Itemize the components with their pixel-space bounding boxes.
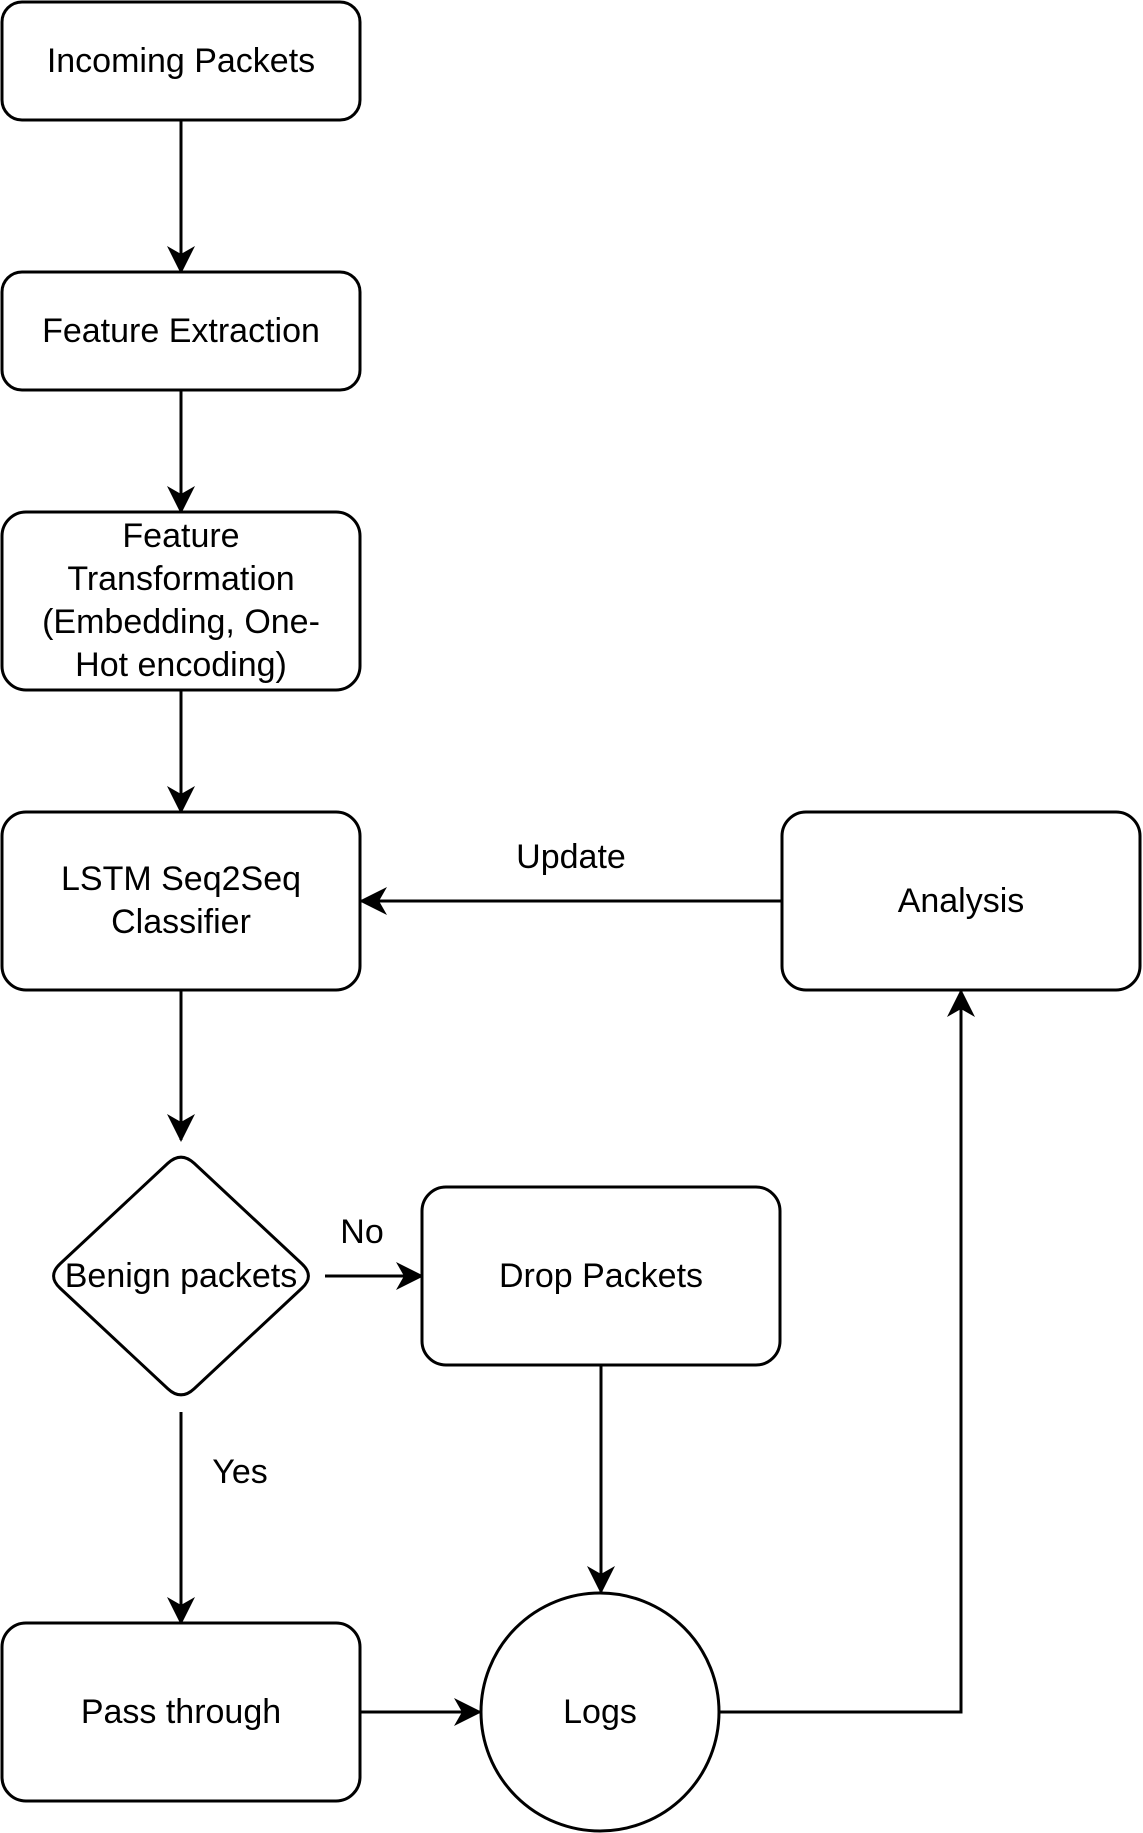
node-lstm: [0, 810, 362, 992]
node-label-analysis: Analysis: [897, 881, 1025, 920]
node-benign: [52, 1155, 310, 1397]
node-logs: [479, 1591, 721, 1833]
edge-label-no: No: [340, 1213, 384, 1251]
node-label-drop: Drop Packets: [498, 1256, 704, 1295]
node-label-pass: Pass through: [80, 1692, 282, 1731]
node-label-benign: Benign packets: [64, 1256, 298, 1295]
edge-label-yes: Yes: [212, 1453, 268, 1491]
node-label-extract: Feature Extraction: [42, 311, 320, 350]
edge-label-update: Update: [516, 838, 626, 876]
node-label-incoming: Incoming Packets: [46, 41, 316, 80]
node-label-transform: Feature Transformation (Embedding, One- …: [42, 517, 320, 684]
node-label-logs: Logs: [563, 1692, 637, 1731]
node-pass: [0, 1621, 362, 1803]
node-label-lstm: LSTM Seq2Seq Classifier: [60, 860, 302, 941]
arrow-logs-to-analysis: [720, 989, 975, 1714]
node-analysis: [780, 810, 1142, 992]
node-incoming: [0, 0, 362, 122]
node-transform: [0, 510, 362, 692]
node-drop: [420, 1185, 782, 1367]
node-extract: [0, 270, 362, 392]
edges-layer: [167, 120, 975, 1726]
